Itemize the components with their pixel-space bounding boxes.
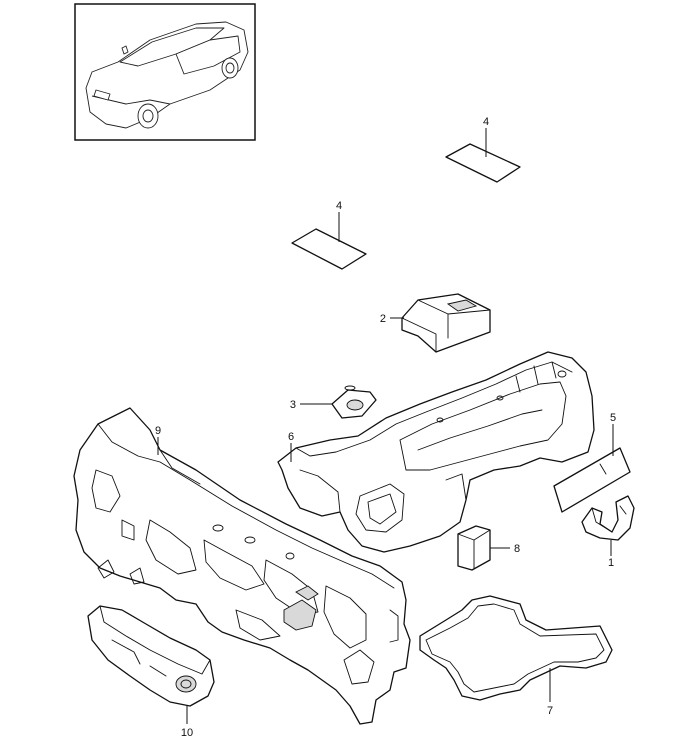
part-3-grommet[interactable] (331, 385, 377, 419)
callout-5: 5 (610, 412, 616, 424)
callout-3: 3 (290, 399, 296, 411)
callout-6: 6 (288, 431, 294, 443)
part-4-pad-upper[interactable] (445, 143, 521, 183)
part-2-block[interactable] (401, 293, 491, 353)
callout-7: 7 (547, 705, 553, 717)
part-7-floor-mat[interactable] (419, 595, 613, 701)
callout-10: 10 (181, 727, 193, 739)
part-9-bulkhead-insulator[interactable] (73, 407, 411, 725)
part-6-firewall-insulator[interactable] (277, 351, 595, 553)
vehicle-inset (74, 3, 256, 141)
callout-8: 8 (514, 543, 520, 555)
part-8-block[interactable] (457, 525, 491, 571)
callout-1: 1 (608, 557, 614, 569)
part-10-side-insulator[interactable] (87, 605, 215, 707)
part-5-pad[interactable] (553, 447, 631, 513)
callout-4-upper: 4 (483, 116, 489, 128)
callout-9: 9 (155, 425, 161, 437)
callout-4-lower: 4 (336, 200, 342, 212)
part-4-pad-lower[interactable] (291, 228, 367, 270)
car-illustration (85, 21, 249, 129)
callout-2: 2 (380, 313, 386, 325)
part-1-clip[interactable] (581, 495, 635, 541)
